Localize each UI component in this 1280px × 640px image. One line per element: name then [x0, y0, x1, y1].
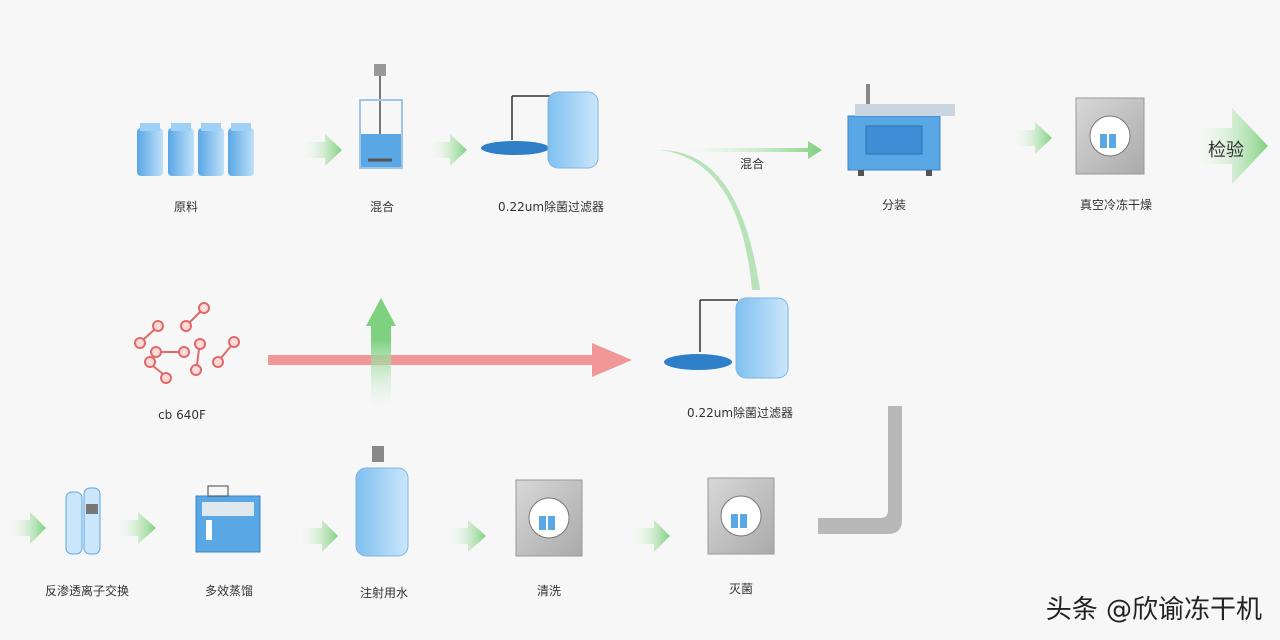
bottom-step-label: 清洗: [536, 584, 562, 598]
cells-label: cb 640F: [158, 408, 206, 422]
filling-machine-icon: [847, 84, 955, 176]
inspection-label: 检验: [1208, 140, 1244, 161]
step-label: 真空冷冻干燥: [1079, 198, 1153, 212]
bottom-step-label: 反渗透离子交换: [44, 584, 130, 598]
watermark: 头条 @欣谕冻干机: [1045, 595, 1262, 625]
upward-arrow-icon: [366, 298, 396, 420]
flow-arrow-icon: [1010, 122, 1052, 154]
filter-tank-icon: [664, 297, 789, 379]
inspection-arrow-icon: [1188, 108, 1268, 184]
red-flow-arrow-icon: [268, 343, 632, 377]
flow-arrow-icon: [296, 520, 338, 552]
distiller-icon: [195, 485, 261, 553]
raw-material-bottles-icon: [137, 123, 254, 176]
merge-label: 混合: [739, 157, 765, 171]
filter-label: 0.22um除菌过滤器: [686, 406, 794, 420]
flow-arrow-icon: [4, 512, 46, 544]
bottom-step-label: 灭菌: [728, 582, 754, 596]
filter-tank-icon: [481, 91, 599, 169]
flow-arrow-icon: [426, 134, 467, 166]
flow-arrow-icon: [298, 134, 342, 166]
step-label: 混合: [369, 200, 395, 214]
cells-icon: [134, 302, 240, 384]
wfi-tank-icon: [355, 446, 409, 557]
gray-pipe-icon: [818, 406, 902, 534]
step-label: 0.22um除菌过滤器: [497, 200, 605, 214]
step-label: 分装: [881, 198, 907, 212]
flow-arrow-icon: [444, 520, 486, 552]
flow-arrow-icon: [112, 512, 156, 544]
ro-unit-icon: [65, 487, 101, 555]
merge-arrow-icon: [660, 141, 822, 290]
sterilizer-icon: [707, 477, 775, 555]
washer-icon: [515, 479, 583, 557]
bottom-step-label: 注射用水: [359, 586, 409, 600]
mixing-beaker-icon: [359, 64, 403, 169]
flow-arrow-icon: [628, 520, 670, 552]
step-label: 原料: [173, 200, 199, 214]
freeze-dryer-icon: [1075, 97, 1145, 175]
bottom-step-label: 多效蒸馏: [204, 584, 254, 598]
